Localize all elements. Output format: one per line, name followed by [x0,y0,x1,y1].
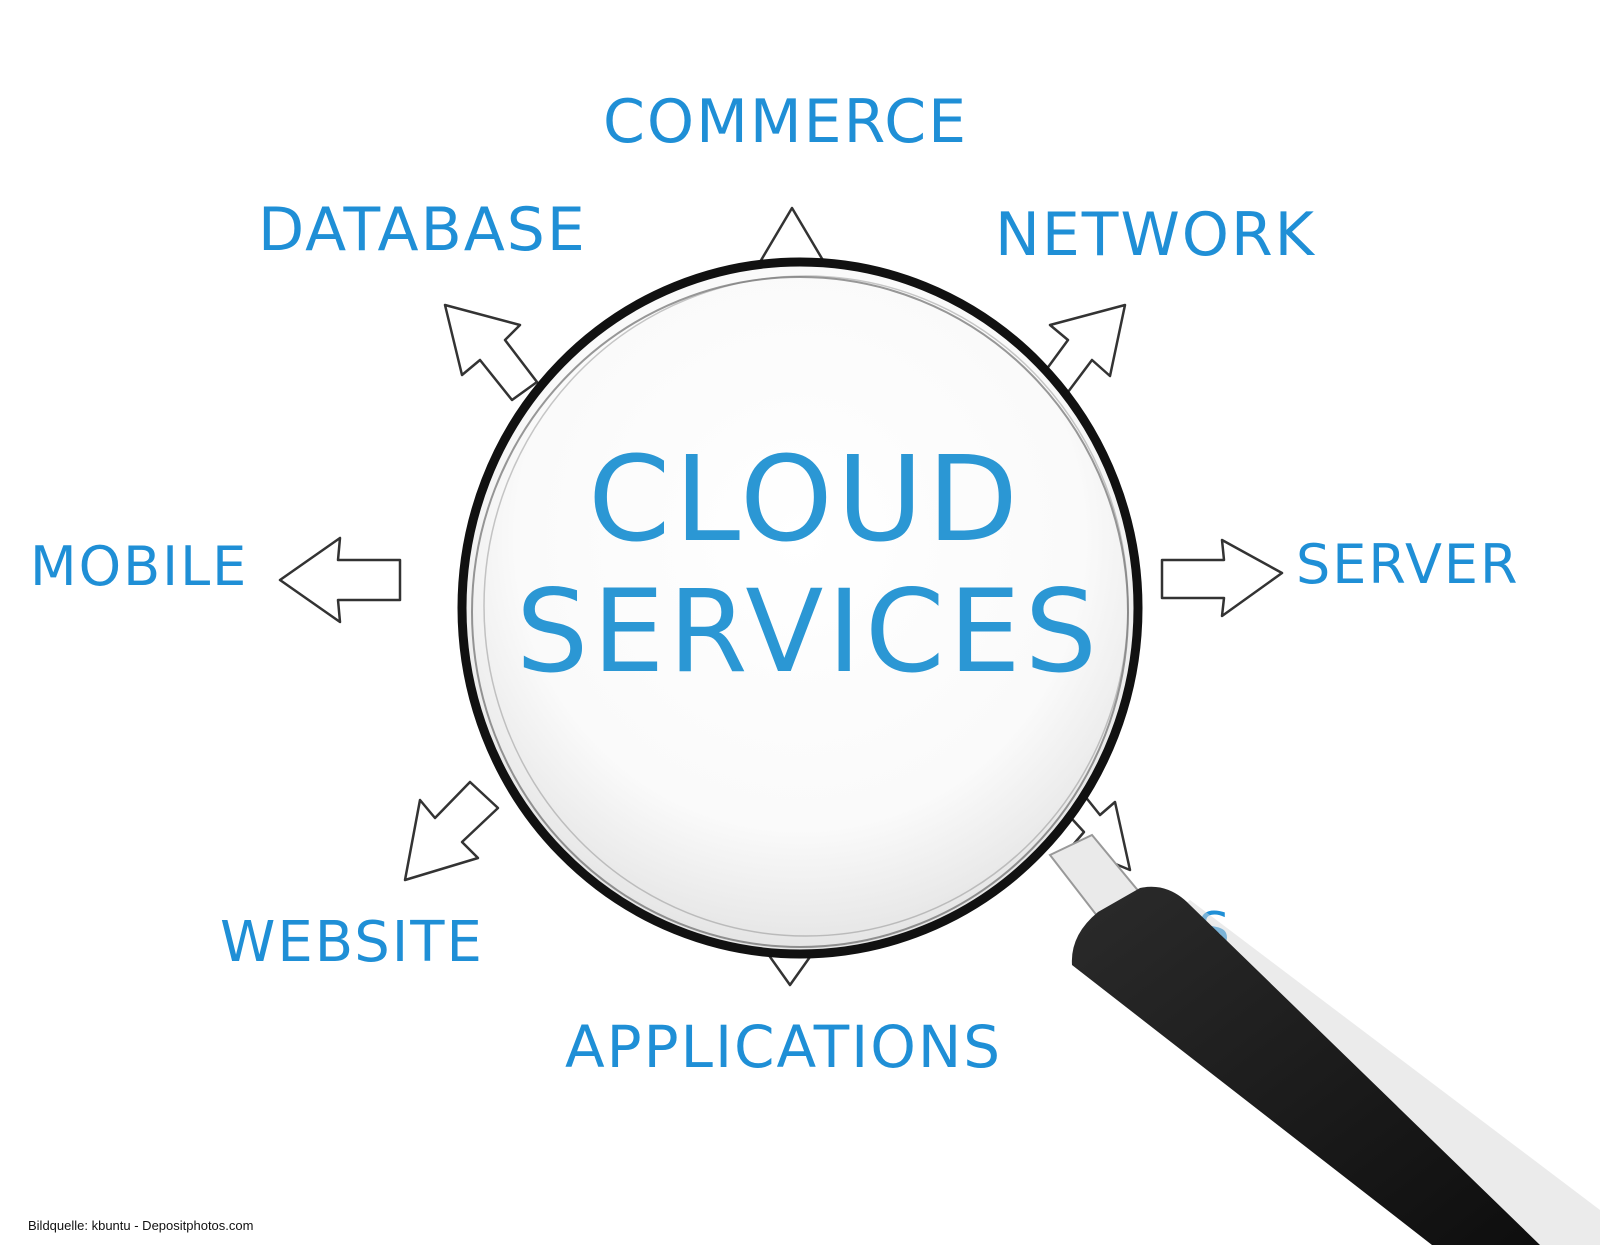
label-server: SERVER [1296,533,1520,596]
label-network: NETWORK [995,200,1317,270]
label-mobile: MOBILE [30,535,249,598]
arrow-up-left-icon [443,303,539,402]
center-title-line2: SERVICES [516,565,1101,698]
label-database: DATABASE [258,195,587,265]
image-credit: Bildquelle: kbuntu - Depositphotos.com [28,1218,254,1233]
arrow-left-icon [278,536,402,624]
label-applications: APPLICATIONS [565,1013,1003,1081]
label-commerce: COMMERCE [603,87,969,157]
glass-rim [457,257,1143,959]
glass-lens [462,262,1138,954]
center-title-line1: CLOUD [588,430,1023,568]
glass-handle [1071,886,1540,1245]
arrow-right-icon [1160,538,1284,618]
arrow-down-left-icon [403,780,500,882]
label-website: WEBSITE [220,910,484,975]
